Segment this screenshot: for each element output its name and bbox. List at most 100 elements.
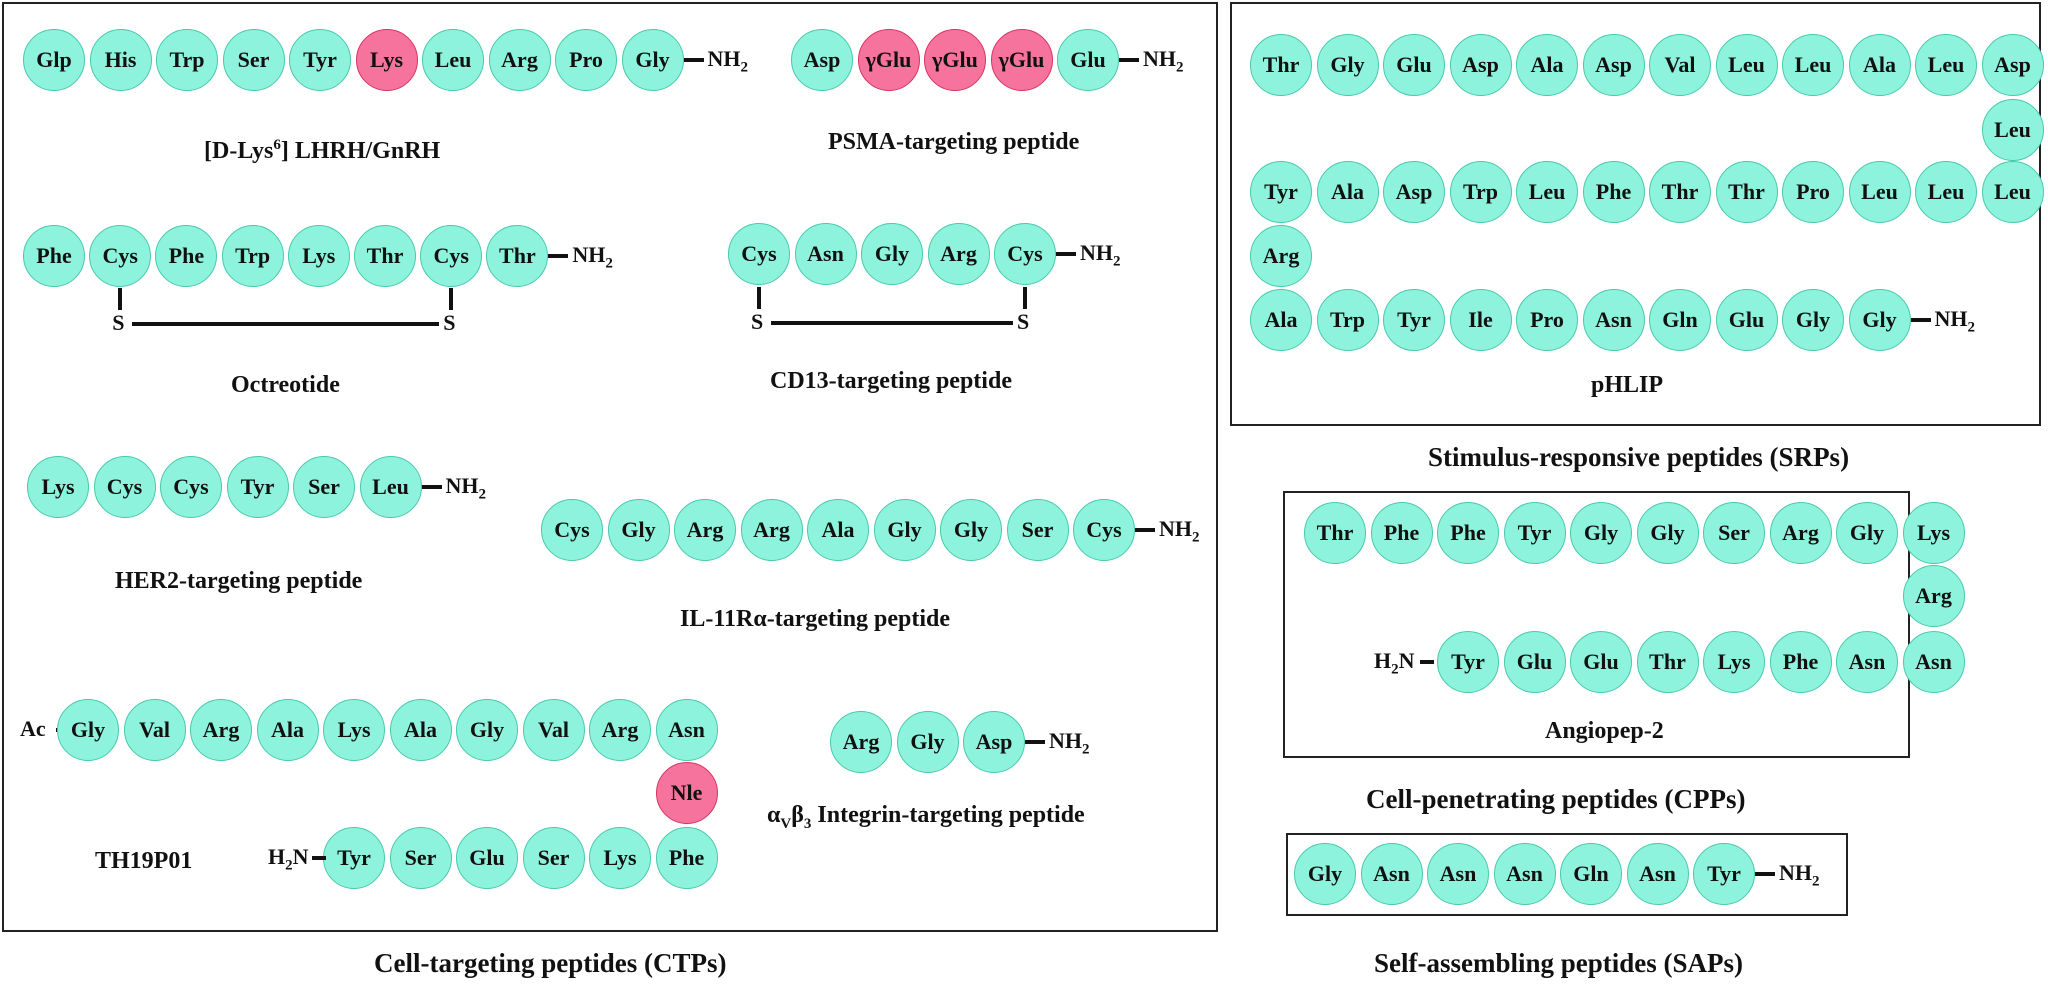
phlip-row3-residue-1: Trp xyxy=(1316,289,1379,351)
sap-residue-2: Asn xyxy=(1427,843,1489,905)
th19p01-row2-residue-0: Tyr xyxy=(323,827,385,889)
phlip-row1-residue-1: Gly xyxy=(1316,34,1379,96)
il11-residue-6: Gly xyxy=(940,499,1002,561)
psma-residue-1: γGlu xyxy=(857,29,920,91)
phlip-row2-residue-7: Thr xyxy=(1715,161,1778,223)
ctp-frame xyxy=(2,2,1218,932)
phlip-row3-residue-5: Asn xyxy=(1582,289,1645,351)
phlip-row3-residue-8: Gly xyxy=(1782,289,1844,351)
il11-residue-2: Arg xyxy=(674,499,736,561)
psma-c-term-bond xyxy=(1119,58,1139,62)
caption-her2: HER2-targeting peptide xyxy=(115,568,363,594)
lhrh-residue-3: Ser xyxy=(222,29,285,91)
phlip-row1-residue-9: Ala xyxy=(1848,34,1911,96)
phlip-turn1-residue: Leu xyxy=(1981,99,2044,161)
octreotide-residue-0: Phe xyxy=(23,225,85,287)
group-title-cpp: Cell-penetrating peptides (CPPs) xyxy=(1366,784,1746,814)
her2-residue-4: Ser xyxy=(293,456,355,518)
caption-lhrh: [D-Lys6] LHRH/GnRH xyxy=(204,137,441,164)
th19p01-n-term: Ac xyxy=(20,716,46,741)
angiopep-row1-residue-3: Tyr xyxy=(1503,502,1566,564)
angiopep-row1-residue-2: Phe xyxy=(1437,502,1499,564)
il11-residue-4: Ala xyxy=(807,499,869,561)
avb3-residue-1: Gly xyxy=(896,711,959,773)
octreotide-residue-7: Thr xyxy=(486,225,549,287)
avb3-c-term: NH2 xyxy=(1049,728,1090,758)
angiopep-row1-residue-7: Arg xyxy=(1769,502,1832,564)
lhrh-residue-2: Trp xyxy=(156,29,218,91)
angiopep-row2-residue-4: Lys xyxy=(1703,631,1765,693)
octreotide-c-term: NH2 xyxy=(572,242,613,272)
th19p01-h2n-term: H2N xyxy=(268,844,309,874)
octreotide-vbond-0 xyxy=(118,288,123,310)
phlip-row2-residue-3: Trp xyxy=(1449,161,1512,223)
cd13-vbond-0 xyxy=(757,287,761,309)
caption-octreotide: Octreotide xyxy=(231,372,340,398)
cd13-residue-3: Arg xyxy=(927,223,990,285)
phlip-row2-residue-2: Asp xyxy=(1383,161,1445,223)
cd13-residue-1: Asn xyxy=(794,223,857,285)
angiopep-h2n-term: H2N xyxy=(1374,648,1415,678)
il11-residue-3: Arg xyxy=(740,499,803,561)
sap-frame xyxy=(1286,833,1848,916)
psma-residue-2: γGlu xyxy=(924,29,986,91)
phlip-row2-residue-4: Leu xyxy=(1516,161,1578,223)
angiopep-row2-residue-2: Glu xyxy=(1570,631,1632,693)
caption-phlip: pHLIP xyxy=(1591,372,1664,398)
her2-residue-3: Tyr xyxy=(226,456,289,518)
il11-residue-7: Ser xyxy=(1006,499,1069,561)
angiopep-row1-residue-5: Gly xyxy=(1636,502,1699,564)
il11-c-term: NH2 xyxy=(1159,516,1200,546)
phlip-row1-residue-2: Glu xyxy=(1383,34,1445,96)
her2-c-term-bond xyxy=(421,485,442,489)
cd13-vbond-1 xyxy=(1023,287,1027,309)
sap-residue-4: Gln xyxy=(1560,843,1622,905)
lhrh-c-term: NH2 xyxy=(707,46,749,76)
phlip-row3-residue-9: Gly xyxy=(1848,289,1911,351)
caption-th19p01: TH19P01 xyxy=(95,848,193,874)
il11-residue-5: Gly xyxy=(873,499,936,561)
angiopep-row1-residue-6: Ser xyxy=(1703,502,1765,564)
lhrh-residue-9: Gly xyxy=(621,29,684,91)
sap-residue-5: Asn xyxy=(1626,843,1689,905)
her2-residue-1: Cys xyxy=(93,456,156,518)
cpp-frame xyxy=(1283,491,1910,758)
angiopep-h2n-bond xyxy=(1420,660,1434,664)
octreotide-sulfur-0: S xyxy=(112,310,125,335)
cd13-c-term: NH2 xyxy=(1080,240,1121,270)
sap-residue-3: Asn xyxy=(1493,843,1556,905)
phlip-row2-residue-9: Leu xyxy=(1848,161,1911,223)
octreotide-disulfide-bridge xyxy=(132,322,440,326)
cd13-residue-4: Cys xyxy=(994,223,1056,285)
phlip-row1-residue-5: Asp xyxy=(1582,34,1645,96)
phlip-row3-residue-2: Tyr xyxy=(1383,289,1445,351)
cd13-residue-0: Cys xyxy=(728,223,790,285)
caption-psma: PSMA-targeting peptide xyxy=(828,129,1080,155)
lhrh-residue-7: Arg xyxy=(488,29,551,91)
th19p01-row1-residue-6: Gly xyxy=(456,699,518,761)
avb3-residue-0: Arg xyxy=(830,711,892,773)
phlip-row1-residue-11: Asp xyxy=(1981,34,2044,96)
lhrh-c-term-bond xyxy=(683,58,704,62)
phlip-row2-residue-5: Phe xyxy=(1582,161,1645,223)
il11-c-term-bond xyxy=(1135,528,1155,532)
caption-angiopep: Angiopep-2 xyxy=(1545,718,1664,744)
sap-c-term-bond xyxy=(1755,872,1775,876)
phlip-row1-residue-10: Leu xyxy=(1915,34,1977,96)
phlip-row2-residue-0: Tyr xyxy=(1250,161,1312,223)
il11-residue-8: Cys xyxy=(1073,499,1135,561)
angiopep-row2-residue-5: Phe xyxy=(1769,631,1832,693)
th19p01-row2-residue-1: Ser xyxy=(389,827,452,889)
caption-il11: IL-11Rα-targeting peptide xyxy=(680,606,951,632)
phlip-row1-residue-8: Leu xyxy=(1782,34,1844,96)
phlip-row2-residue-10: Leu xyxy=(1915,161,1977,223)
octreotide-residue-3: Trp xyxy=(221,225,284,287)
octreotide-sulfur-1: S xyxy=(443,310,456,335)
phlip-row1-residue-4: Ala xyxy=(1516,34,1578,96)
avb3-residue-2: Asp xyxy=(963,711,1025,773)
phlip-row3-residue-4: Pro xyxy=(1516,289,1578,351)
angiopep-row1-residue-0: Thr xyxy=(1304,502,1366,564)
th19p01-row2-residue-3: Ser xyxy=(522,827,585,889)
phlip-row2-residue-6: Thr xyxy=(1649,161,1711,223)
octreotide-residue-4: Lys xyxy=(287,225,350,287)
